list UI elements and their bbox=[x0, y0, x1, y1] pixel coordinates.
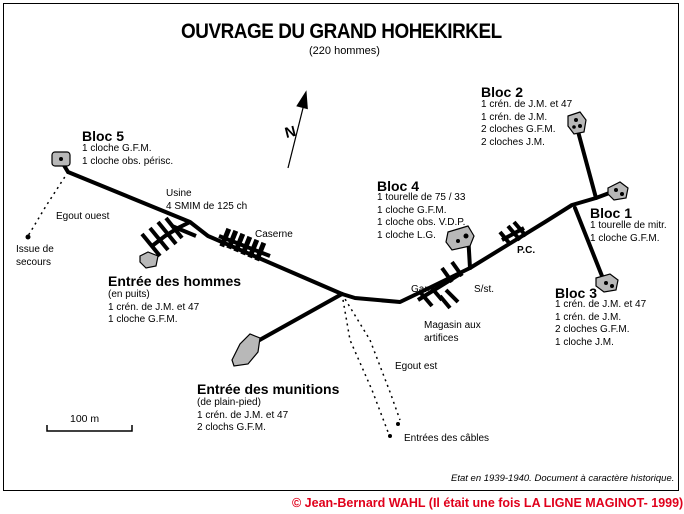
entree-hommes-block bbox=[139, 251, 159, 269]
bloc3-item: 1 crén. de J.M. bbox=[555, 311, 622, 323]
bloc2-item: 2 cloches J.M. bbox=[481, 136, 545, 148]
bloc2-items: 1 crén. de J.M. et 47 1 crén. de J.M. 2 … bbox=[481, 99, 572, 149]
bloc1-item: 1 cloche G.F.M. bbox=[590, 232, 660, 244]
bloc4-block bbox=[445, 225, 475, 251]
gallery-bloc3 bbox=[573, 206, 604, 278]
bloc1-item: 1 tourelle de mitr. bbox=[590, 220, 667, 231]
magasin-line: artifices bbox=[424, 332, 459, 344]
entree-hommes-title: Entrée des hommes bbox=[108, 273, 242, 289]
scale-bar bbox=[46, 425, 133, 432]
bloc2-title: Bloc 2 bbox=[481, 84, 524, 100]
bloc5-block bbox=[51, 151, 71, 167]
bloc1-items: 1 tourelle de mitr. 1 cloche G.F.M. bbox=[590, 220, 667, 245]
bloc2-block bbox=[567, 111, 587, 135]
bloc3-title: Bloc 3 bbox=[555, 285, 598, 301]
bloc3-block bbox=[595, 273, 619, 293]
bloc4-item: 1 cloche L.G. bbox=[377, 229, 436, 241]
caserne-label: Caserne bbox=[255, 229, 293, 240]
bloc3-item: 1 cloche J.M. bbox=[555, 336, 614, 348]
caserne-comb bbox=[218, 227, 271, 262]
pc-comb bbox=[498, 220, 528, 246]
entree-munitions-items: (de plain-pied) 1 crén. de J.M. et 47 2 … bbox=[197, 397, 288, 435]
map-frame bbox=[3, 3, 679, 491]
entree-munitions-item: 2 clochs G.F.M. bbox=[197, 422, 266, 433]
usine-line: Usine bbox=[166, 188, 192, 199]
entree-hommes-items: (en puits) 1 crén. de J.M. et 47 1 cloch… bbox=[108, 289, 199, 327]
entree-hommes-item: (en puits) bbox=[108, 289, 150, 300]
issue-line: secours bbox=[16, 256, 52, 268]
gallery-munitions bbox=[254, 292, 344, 344]
entree-munitions-title: Entrée des munitions bbox=[197, 381, 340, 397]
egout-est-b bbox=[341, 293, 389, 433]
north-arrow bbox=[287, 90, 308, 169]
entree-munitions-block bbox=[231, 333, 261, 367]
bloc3-items: 1 crén. de J.M. et 47 1 crén. de J.M. 2 … bbox=[555, 299, 646, 349]
egout-est-a bbox=[341, 293, 401, 421]
magasin-label: Magasin aux artifices bbox=[424, 320, 481, 345]
bloc4-item: 1 cloche obs. V.D.P. bbox=[377, 217, 466, 228]
usine-label: Usine 4 SMIM de 125 ch bbox=[166, 188, 247, 213]
gare-comb bbox=[416, 260, 464, 310]
entree-hommes-item: 1 crén. de J.M. et 47 bbox=[108, 301, 200, 313]
bloc5-items: 1 cloche G.F.M. 1 cloche obs. périsc. bbox=[82, 143, 173, 168]
bloc2-item: 1 crén. de J.M. bbox=[481, 111, 548, 123]
historic-note: Etat en 1939-1940. Document à caractère … bbox=[451, 473, 675, 484]
page-title: OUVRAGE DU GRAND HOHEKIRKEL bbox=[181, 20, 502, 43]
bloc5-item: 1 cloche obs. périsc. bbox=[82, 155, 174, 167]
bloc2-item: 1 crén. de J.M. et 47 bbox=[481, 99, 573, 110]
cables-label: Entrées des câbles bbox=[404, 433, 490, 444]
bloc4-item: 1 cloche G.F.M. bbox=[377, 204, 447, 216]
usine-line: 4 SMIM de 125 ch bbox=[166, 200, 248, 212]
issue-line: Issue de bbox=[16, 244, 54, 255]
egout-ouest bbox=[27, 171, 69, 237]
bloc1-title: Bloc 1 bbox=[590, 205, 633, 221]
pc-label: P.C. bbox=[517, 245, 536, 256]
scale-label: 100 m bbox=[70, 413, 100, 425]
gallery-bloc2 bbox=[574, 122, 598, 200]
gare-label: Gare bbox=[411, 284, 434, 295]
entree-munitions-item: 1 crén. de J.M. et 47 bbox=[197, 409, 289, 421]
bloc4-item: 1 tourelle de 75 / 33 bbox=[377, 192, 466, 203]
bloc1-block bbox=[607, 181, 629, 201]
bloc5-title: Bloc 5 bbox=[82, 128, 125, 144]
egout-est-label: Egout est bbox=[395, 361, 438, 372]
entree-munitions-item: (de plain-pied) bbox=[197, 397, 261, 408]
page-subtitle: (220 hommes) bbox=[309, 45, 380, 57]
bloc4-title: Bloc 4 bbox=[377, 178, 420, 194]
issue-secours-label: Issue de secours bbox=[16, 244, 54, 269]
bloc3-item: 1 crén. de J.M. et 47 bbox=[555, 299, 647, 310]
usine-comb bbox=[140, 216, 197, 258]
copyright: © Jean-Bernard WAHL (Il était une fois L… bbox=[292, 496, 684, 510]
bloc2-item: 2 cloches G.F.M. bbox=[481, 124, 556, 135]
egout-ouest-label: Egout ouest bbox=[56, 211, 110, 222]
magasin-line: Magasin aux bbox=[424, 320, 481, 331]
bloc3-item: 2 cloches G.F.M. bbox=[555, 324, 630, 335]
sst-label: S/st. bbox=[474, 284, 495, 295]
bloc4-items: 1 tourelle de 75 / 33 1 cloche G.F.M. 1 … bbox=[377, 192, 465, 242]
sewers bbox=[27, 171, 401, 433]
bloc5-item: 1 cloche G.F.M. bbox=[82, 143, 152, 154]
entree-hommes-item: 1 cloche G.F.M. bbox=[108, 314, 178, 325]
